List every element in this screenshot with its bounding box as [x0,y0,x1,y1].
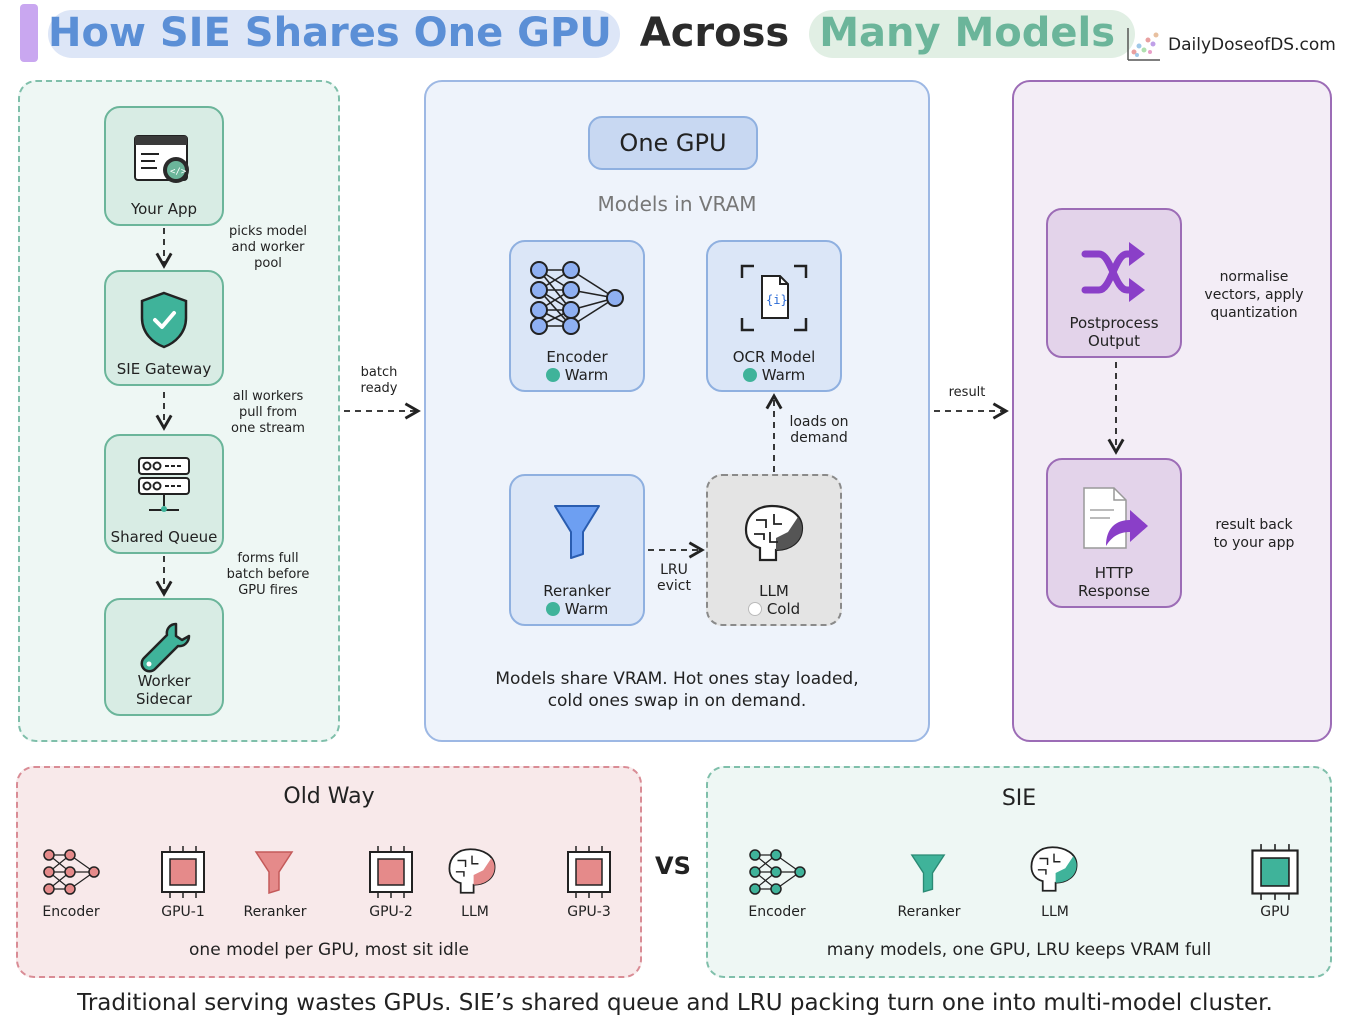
old-way-panel [16,766,642,978]
title-part-3: Many Models [809,10,1136,58]
one-gpu-label: One GPU [588,116,758,170]
sie-caption: many models, one GPU, LRU keeps VRAM ful… [826,940,1212,960]
old-gpu2-chip-icon [369,846,413,898]
sie-encoder-icon [749,849,806,895]
note-batch-ready: batch ready [360,365,398,396]
warm-dot-icon [545,368,560,382]
sie-funnel-icon [910,854,946,893]
note-lru-evict: LRU evict [657,562,691,594]
document-scan-icon: {i} [740,264,808,332]
encoder-status: Warm [545,366,609,384]
brand-text: DailyDoseofDS.com [1168,35,1336,55]
page-title: How SIE Shares One GPU Across Many Model… [48,10,1136,58]
ocr-label: OCR Model [732,348,816,366]
svg-text:{i}: {i} [766,293,788,307]
note-loads-on-demand: loads on demand [789,414,849,446]
note-picks-model: picks model and worker pool [229,224,307,271]
sie-gateway-label: SIE Gateway [116,360,212,378]
old-brain-icon [448,848,496,894]
llm-status: Cold [747,600,801,618]
server-queue-icon [138,457,190,512]
output-panel [1012,80,1332,742]
sie-gpu-chip-icon [1251,844,1299,900]
sie-label-reranker: Reranker [897,904,961,920]
note-result: result [948,385,986,400]
note-all-workers: all workers pull from one stream [231,389,305,436]
warm-dot-icon [742,368,757,382]
old-way-caption: one model per GPU, most sit idle [189,940,469,960]
http-response-label: HTTP Response [1077,564,1151,600]
worker-sidecar-label: Worker Sidecar [135,672,193,708]
shared-queue-label: Shared Queue [110,528,218,546]
http-response-node: HTTP Response [1046,458,1182,608]
shuffle-icon [1081,242,1145,302]
vram-title: Models in VRAM [597,192,757,216]
llm-status-text: Cold [766,600,801,618]
your-app-label: Your App [130,200,198,218]
old-gpu1-chip-icon [161,846,205,898]
old-label-reranker: Reranker [243,904,307,920]
vram-caption: Models share VRAM. Hot ones stay loaded,… [495,669,859,711]
title-part-2: Across [639,10,790,56]
sie-brain-icon [1030,846,1078,892]
brand-logo: DailyDoseofDS.com [1124,26,1336,64]
sie-gateway-node: SIE Gateway [104,270,224,386]
cold-dot-icon [747,602,762,616]
old-encoder-icon [43,849,100,895]
postprocess-label: Postprocess Output [1069,314,1159,350]
ocr-model-card: {i} OCR Model Warm [706,240,842,392]
reranker-status: Warm [545,600,609,618]
note-forms-batch: forms full batch before GPU fires [226,551,310,598]
old-label-gpu2: GPU-2 [369,904,413,920]
warm-dot-icon [545,602,560,616]
old-way-title: Old Way [283,784,375,809]
funnel-icon [554,505,600,559]
gpu-panel [424,80,930,742]
old-funnel-icon [254,851,294,894]
vs-label: VS [655,852,691,880]
encoder-status-text: Warm [564,366,609,384]
neural-network-icon [530,261,624,335]
svg-text:</>: </> [170,167,187,177]
wrench-icon [140,622,191,673]
footer-summary: Traditional serving wastes GPUs. SIE’s s… [77,990,1273,1016]
encoder-label: Encoder [546,348,608,366]
note-result-back: result back to your app [1213,517,1295,551]
title-accent-bar [20,4,38,62]
old-label-gpu3: GPU-3 [567,904,611,920]
llm-model-card: LLM Cold [706,474,842,626]
document-forward-icon [1083,487,1148,549]
old-label-encoder: Encoder [42,904,100,920]
shield-icon [140,291,188,349]
sie-panel [706,766,1332,978]
worker-sidecar-node: Worker Sidecar [104,598,224,716]
title-part-1: How SIE Shares One GPU [48,10,620,58]
shared-queue-node: Shared Queue [104,434,224,554]
app-window-icon: </> [134,135,189,183]
sie-label-gpu: GPU [1260,904,1290,920]
sie-title: SIE [1001,786,1037,811]
encoder-model-card: Encoder Warm [509,240,645,392]
ocr-status-text: Warm [761,366,806,384]
sie-label-llm: LLM [1041,904,1069,920]
llm-label: LLM [759,582,789,600]
reranker-model-card: Reranker Warm [509,474,645,626]
old-label-llm: LLM [461,904,489,920]
brain-icon [744,504,804,562]
old-gpu3-chip-icon [567,846,611,898]
sie-label-encoder: Encoder [748,904,806,920]
old-label-gpu1: GPU-1 [161,904,205,920]
reranker-label: Reranker [543,582,611,600]
reranker-status-text: Warm [564,600,609,618]
your-app-node: </> Your App [104,106,224,226]
note-normalise: normalise vectors, apply quantization [1204,269,1304,321]
ocr-status: Warm [742,366,806,384]
scatter-logo-icon [1127,28,1160,61]
postprocess-node: Postprocess Output [1046,208,1182,358]
